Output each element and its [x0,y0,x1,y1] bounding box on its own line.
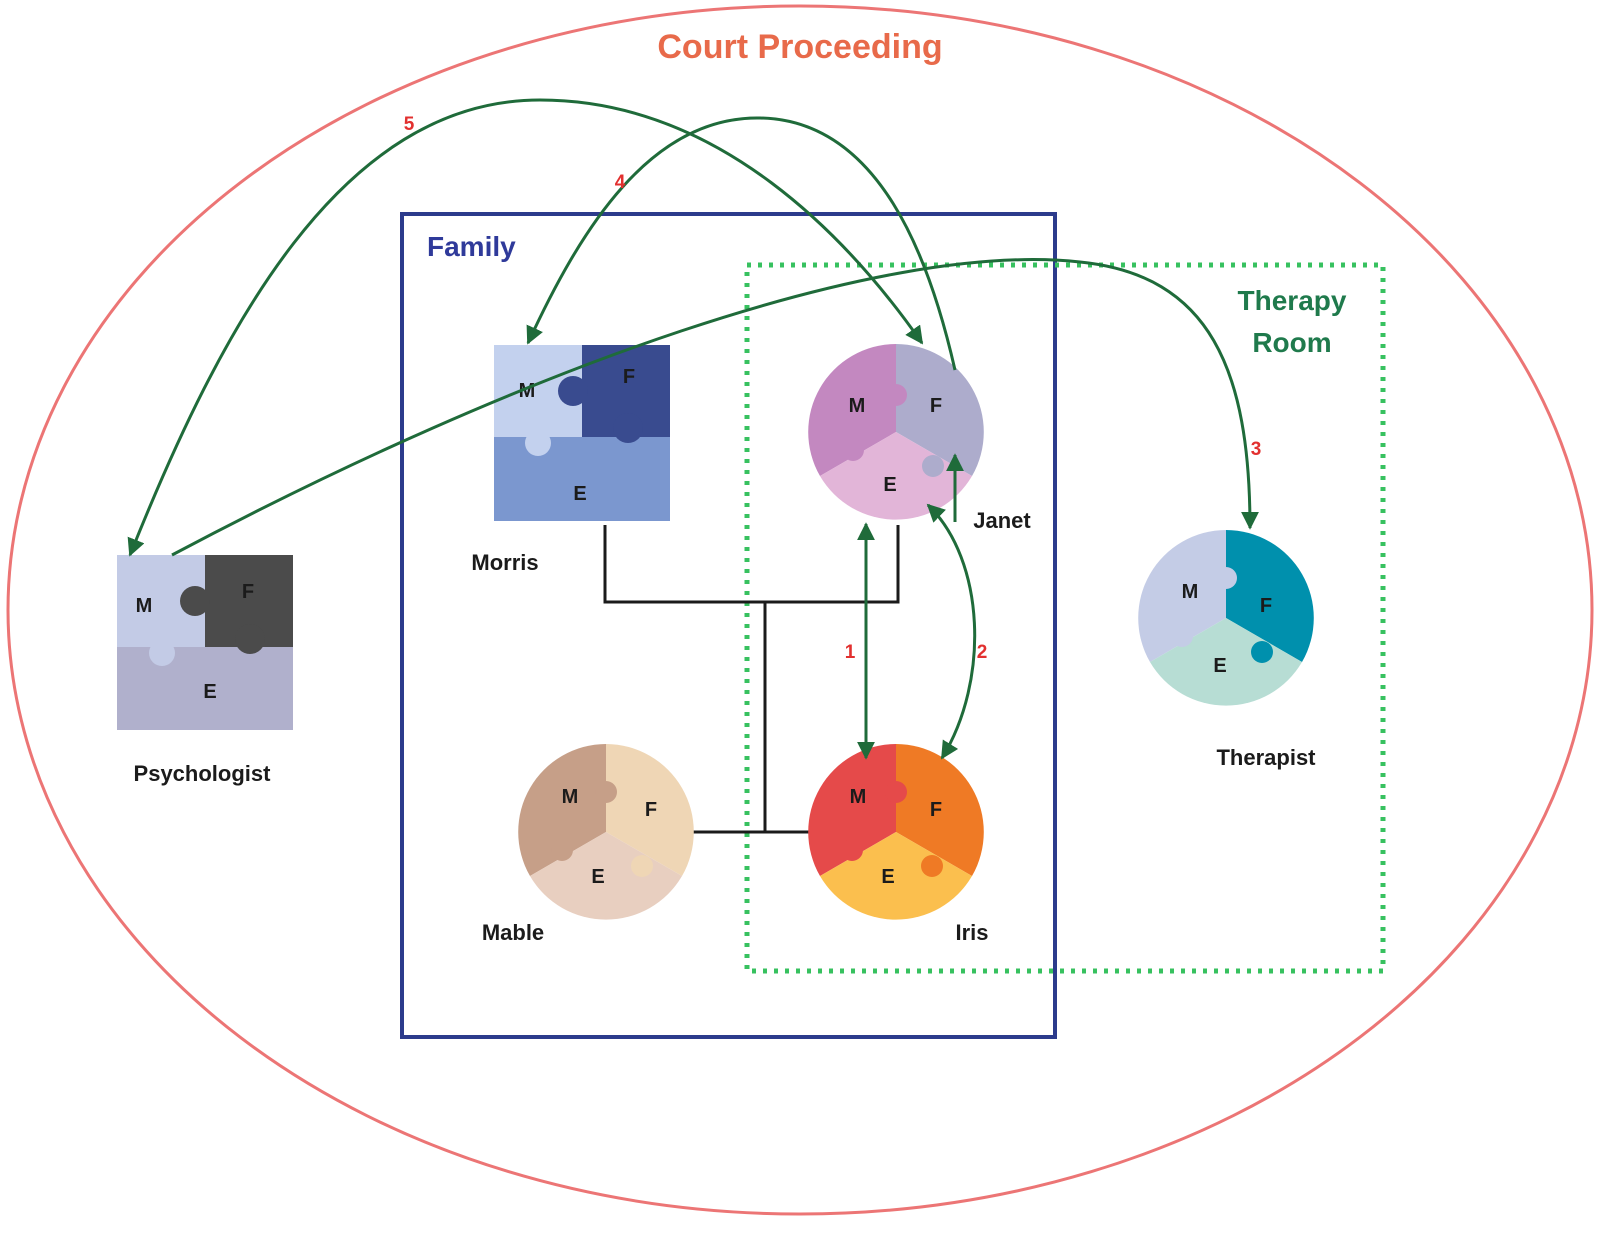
psychologist-name: Psychologist [134,761,272,786]
morris-label-f: F [623,366,635,388]
janet-puzzle: M F E [808,344,984,520]
family-boundary [400,212,1057,1039]
mable-piece-e [530,832,682,920]
therapist-puzzle: M F E [1138,530,1314,706]
mable-label-e: E [591,866,604,888]
arrow-label-3: 3 [1251,439,1262,460]
morris-puzzle: M F E [494,345,670,521]
interaction-arrows [127,98,1259,760]
arrow-label-5: 5 [404,114,415,135]
therapist-knob-3 [1251,641,1273,663]
therapist-name: Therapist [1216,745,1316,770]
janet-label-m: M [849,395,866,417]
iris-label-m: M [850,786,867,808]
mable-label-f: F [645,799,657,821]
arrow-4 [526,116,957,371]
therapist-label-f: F [1260,595,1272,617]
mable-knob-3 [631,855,653,877]
therapist-piece-m [1138,530,1226,662]
arrow-label-4: 4 [615,172,626,193]
janet-label-e: E [883,474,896,496]
psychologist-label-f: F [242,581,254,603]
iris-puzzle: M F E [808,744,984,920]
morris-name: Morris [471,550,538,575]
iris-piece-e [820,832,972,920]
morris-knob-1 [558,376,588,406]
iris-piece-f [896,744,984,876]
iris-label-f: F [930,799,942,821]
iris-knob-3 [921,855,943,877]
psychologist-label-e: E [203,681,216,703]
mable-knob-1 [595,781,617,803]
arrow-2 [926,503,977,760]
mable-label-m: M [562,786,579,808]
iris-knob-2 [841,839,863,861]
mable-puzzle: M F E [518,744,694,920]
iris-knob-1 [885,781,907,803]
janet-label-f: F [930,395,942,417]
therapist-knob-2 [1171,625,1193,647]
psychologist-puzzle: M F E [117,555,293,730]
arrow-label-1: 1 [845,642,856,663]
arrow-5 [127,98,924,557]
family-label: Family [427,231,516,262]
psychologist-knob-2 [235,624,265,654]
therapist-knob-1 [1215,567,1237,589]
therapist-piece-f [1226,530,1314,662]
therapist-label-e: E [1213,655,1226,677]
iris-label-e: E [881,866,894,888]
iris-piece-m [808,744,896,876]
arrow-label-2: 2 [977,642,988,663]
mable-name: Mable [482,920,544,945]
janet-name: Janet [973,508,1031,533]
janet-knob-3 [922,455,944,477]
mable-piece-f [606,744,694,876]
morris-knob-3 [525,430,551,456]
family-tree-lines [603,525,900,834]
arrow-3 [171,258,1259,557]
janet-knob-1 [885,384,907,406]
mable-piece-m [518,744,606,876]
court-proceeding-boundary [6,4,1594,1216]
mable-knob-2 [551,839,573,861]
iris-name: Iris [955,920,988,945]
morris-knob-2 [613,413,643,443]
janet-knob-2 [842,439,864,461]
court-proceeding-label: Court Proceeding [657,28,942,66]
therapy-room-label-line1: Therapy [1238,285,1347,316]
therapist-piece-e [1150,618,1302,706]
therapy-room-label-line2: Room [1252,327,1331,358]
therapist-label-m: M [1182,581,1199,603]
psychologist-label-m: M [136,595,153,617]
psychologist-knob-1 [180,586,210,616]
psychologist-knob-3 [149,640,175,666]
morris-label-e: E [573,483,586,505]
